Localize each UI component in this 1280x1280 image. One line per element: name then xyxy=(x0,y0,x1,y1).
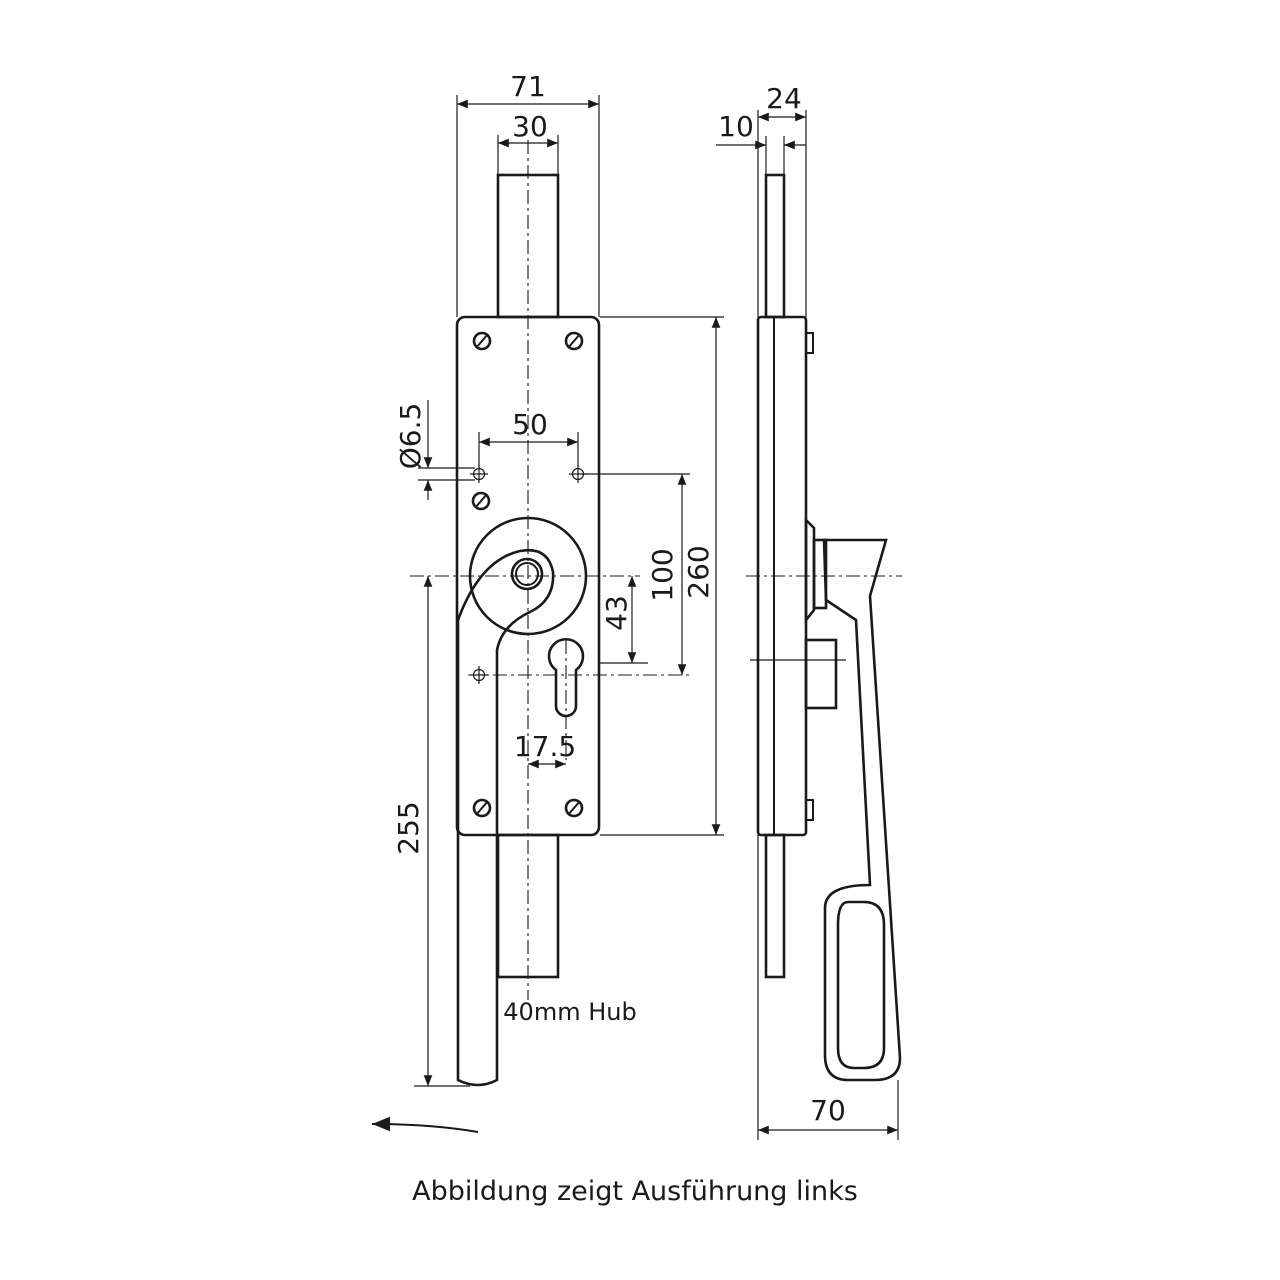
side-lower-rod xyxy=(764,833,786,979)
rotation-arrow-icon xyxy=(371,1116,479,1133)
lower-rod xyxy=(496,833,560,979)
screw-icon xyxy=(564,798,584,818)
dim-handle-length: 255 xyxy=(392,801,425,854)
dim-width: 71 xyxy=(510,70,546,103)
dim-rod-width: 30 xyxy=(512,110,548,143)
dim-plate-thickness: 10 xyxy=(718,110,754,143)
dim-height: 260 xyxy=(682,545,715,598)
dim-hole-diameter: Ø6.5 xyxy=(394,403,427,470)
cylinder-cutout xyxy=(547,638,585,718)
dim-total-depth: 24 xyxy=(766,82,802,115)
screw-icon xyxy=(564,331,584,351)
mounting-hole-icon xyxy=(569,465,587,483)
dim-offset-100: 100 xyxy=(646,548,679,601)
stroke-note: 40mm Hub xyxy=(503,998,636,1026)
screw-icon xyxy=(471,491,491,511)
spindle-hole xyxy=(510,557,544,591)
screw-icon xyxy=(472,331,492,351)
dim-handle-projection: 70 xyxy=(810,1094,846,1127)
screw-icon xyxy=(472,798,492,818)
side-handle xyxy=(822,538,902,1082)
side-view: 24 10 70 xyxy=(716,82,902,1140)
mounting-hole-icon xyxy=(470,465,488,483)
front-view: 71 30 50 Ø6.5 43 100 260 17.5 xyxy=(371,70,724,1133)
side-upper-rod xyxy=(764,173,786,319)
dim-hole-spacing: 50 xyxy=(512,408,548,441)
dim-cylinder-offset: 17.5 xyxy=(514,730,576,763)
handle-lever xyxy=(456,548,555,1087)
figure-caption: Abbildung zeigt Ausführung links xyxy=(412,1176,858,1207)
dim-offset-43: 43 xyxy=(600,595,633,631)
